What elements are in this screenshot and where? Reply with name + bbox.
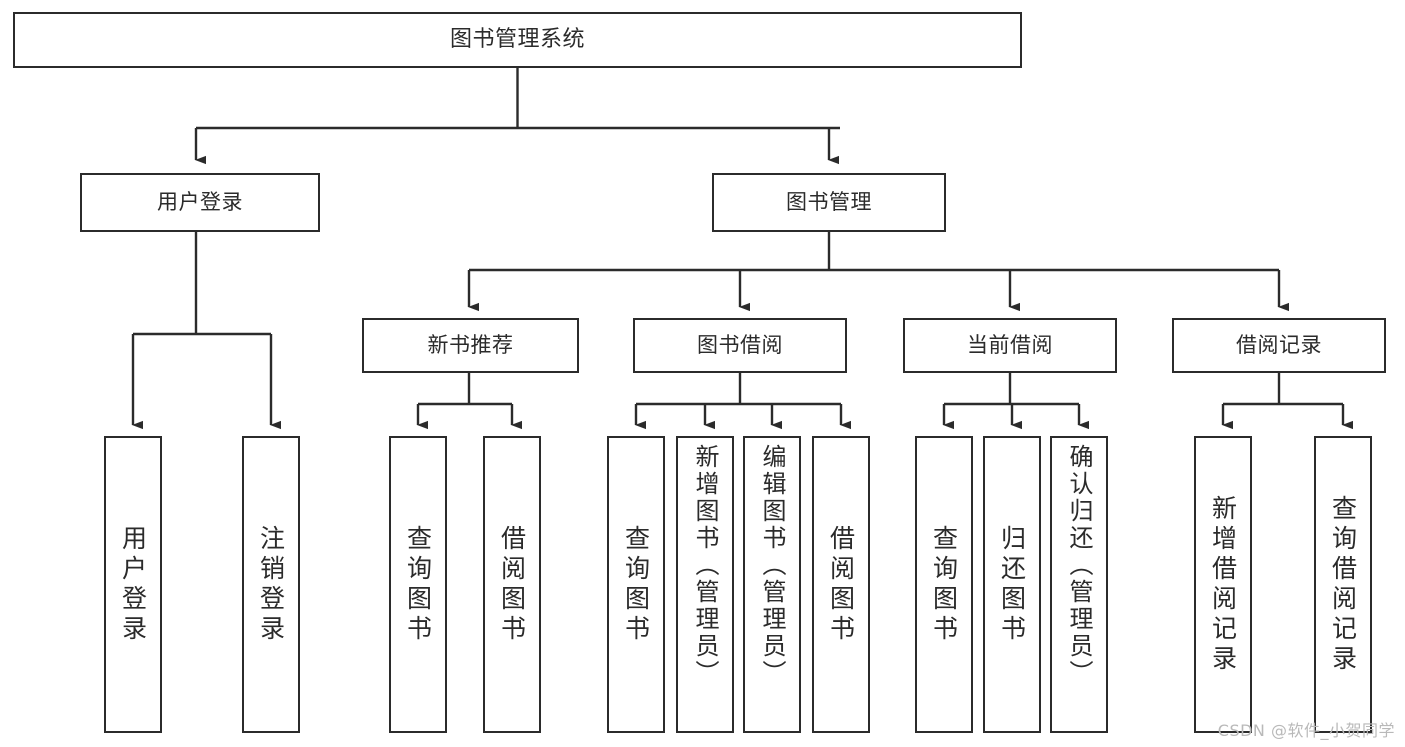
leaf-borrow-query-book-label: 查询图书 <box>621 524 651 645</box>
leaf-newbook-borrow-book-label: 借阅图书 <box>497 524 527 645</box>
leaf-borrow-add-book[interactable]: 新增图书（管理员） <box>676 436 734 733</box>
leaf-logout-label: 注销登录 <box>256 524 286 645</box>
leaf-user-login-label: 用户登录 <box>118 524 148 645</box>
node-root[interactable]: 图书管理系统 <box>13 12 1022 68</box>
node-root-label: 图书管理系统 <box>449 26 585 52</box>
leaf-record-query-label: 查询借阅记录 <box>1328 494 1358 675</box>
leaf-newbook-borrow-book[interactable]: 借阅图书 <box>483 436 541 733</box>
leaf-newbook-query-book-label: 查询图书 <box>403 524 433 645</box>
leaf-current-confirm-return-label: 确认归还（管理员） <box>1065 444 1093 687</box>
leaf-borrow-edit-book[interactable]: 编辑图书（管理员） <box>743 436 801 733</box>
node-current-borrow-label: 当前借阅 <box>967 332 1053 357</box>
node-book-manage[interactable]: 图书管理 <box>712 173 946 232</box>
leaf-borrow-edit-book-label: 编辑图书（管理员） <box>758 444 786 687</box>
leaf-current-return-book[interactable]: 归还图书 <box>983 436 1041 733</box>
leaf-current-return-book-label: 归还图书 <box>997 524 1027 645</box>
node-current-borrow[interactable]: 当前借阅 <box>903 318 1117 373</box>
leaf-record-query[interactable]: 查询借阅记录 <box>1314 436 1372 733</box>
node-new-book-recommend[interactable]: 新书推荐 <box>362 318 579 373</box>
leaf-borrow-borrow-book[interactable]: 借阅图书 <box>812 436 870 733</box>
node-borrow-record-label: 借阅记录 <box>1236 332 1322 357</box>
leaf-borrow-borrow-book-label: 借阅图书 <box>826 524 856 645</box>
node-user-login-label: 用户登录 <box>157 189 243 214</box>
leaf-current-query-book-label: 查询图书 <box>929 524 959 645</box>
leaf-current-confirm-return[interactable]: 确认归还（管理员） <box>1050 436 1108 733</box>
leaf-current-query-book[interactable]: 查询图书 <box>915 436 973 733</box>
leaf-logout[interactable]: 注销登录 <box>242 436 300 733</box>
node-book-manage-label: 图书管理 <box>786 189 872 214</box>
node-book-borrow-label: 图书借阅 <box>697 332 783 357</box>
leaf-record-add[interactable]: 新增借阅记录 <box>1194 436 1252 733</box>
watermark-text: CSDN @软件_小贺同学 <box>1217 721 1395 740</box>
node-book-borrow[interactable]: 图书借阅 <box>633 318 847 373</box>
leaf-borrow-add-book-label: 新增图书（管理员） <box>691 444 719 687</box>
node-user-login[interactable]: 用户登录 <box>80 173 320 232</box>
leaf-user-login[interactable]: 用户登录 <box>104 436 162 733</box>
node-borrow-record[interactable]: 借阅记录 <box>1172 318 1386 373</box>
leaf-borrow-query-book[interactable]: 查询图书 <box>607 436 665 733</box>
node-new-book-recommend-label: 新书推荐 <box>427 332 514 357</box>
leaf-newbook-query-book[interactable]: 查询图书 <box>389 436 447 733</box>
leaf-record-add-label: 新增借阅记录 <box>1208 494 1238 675</box>
